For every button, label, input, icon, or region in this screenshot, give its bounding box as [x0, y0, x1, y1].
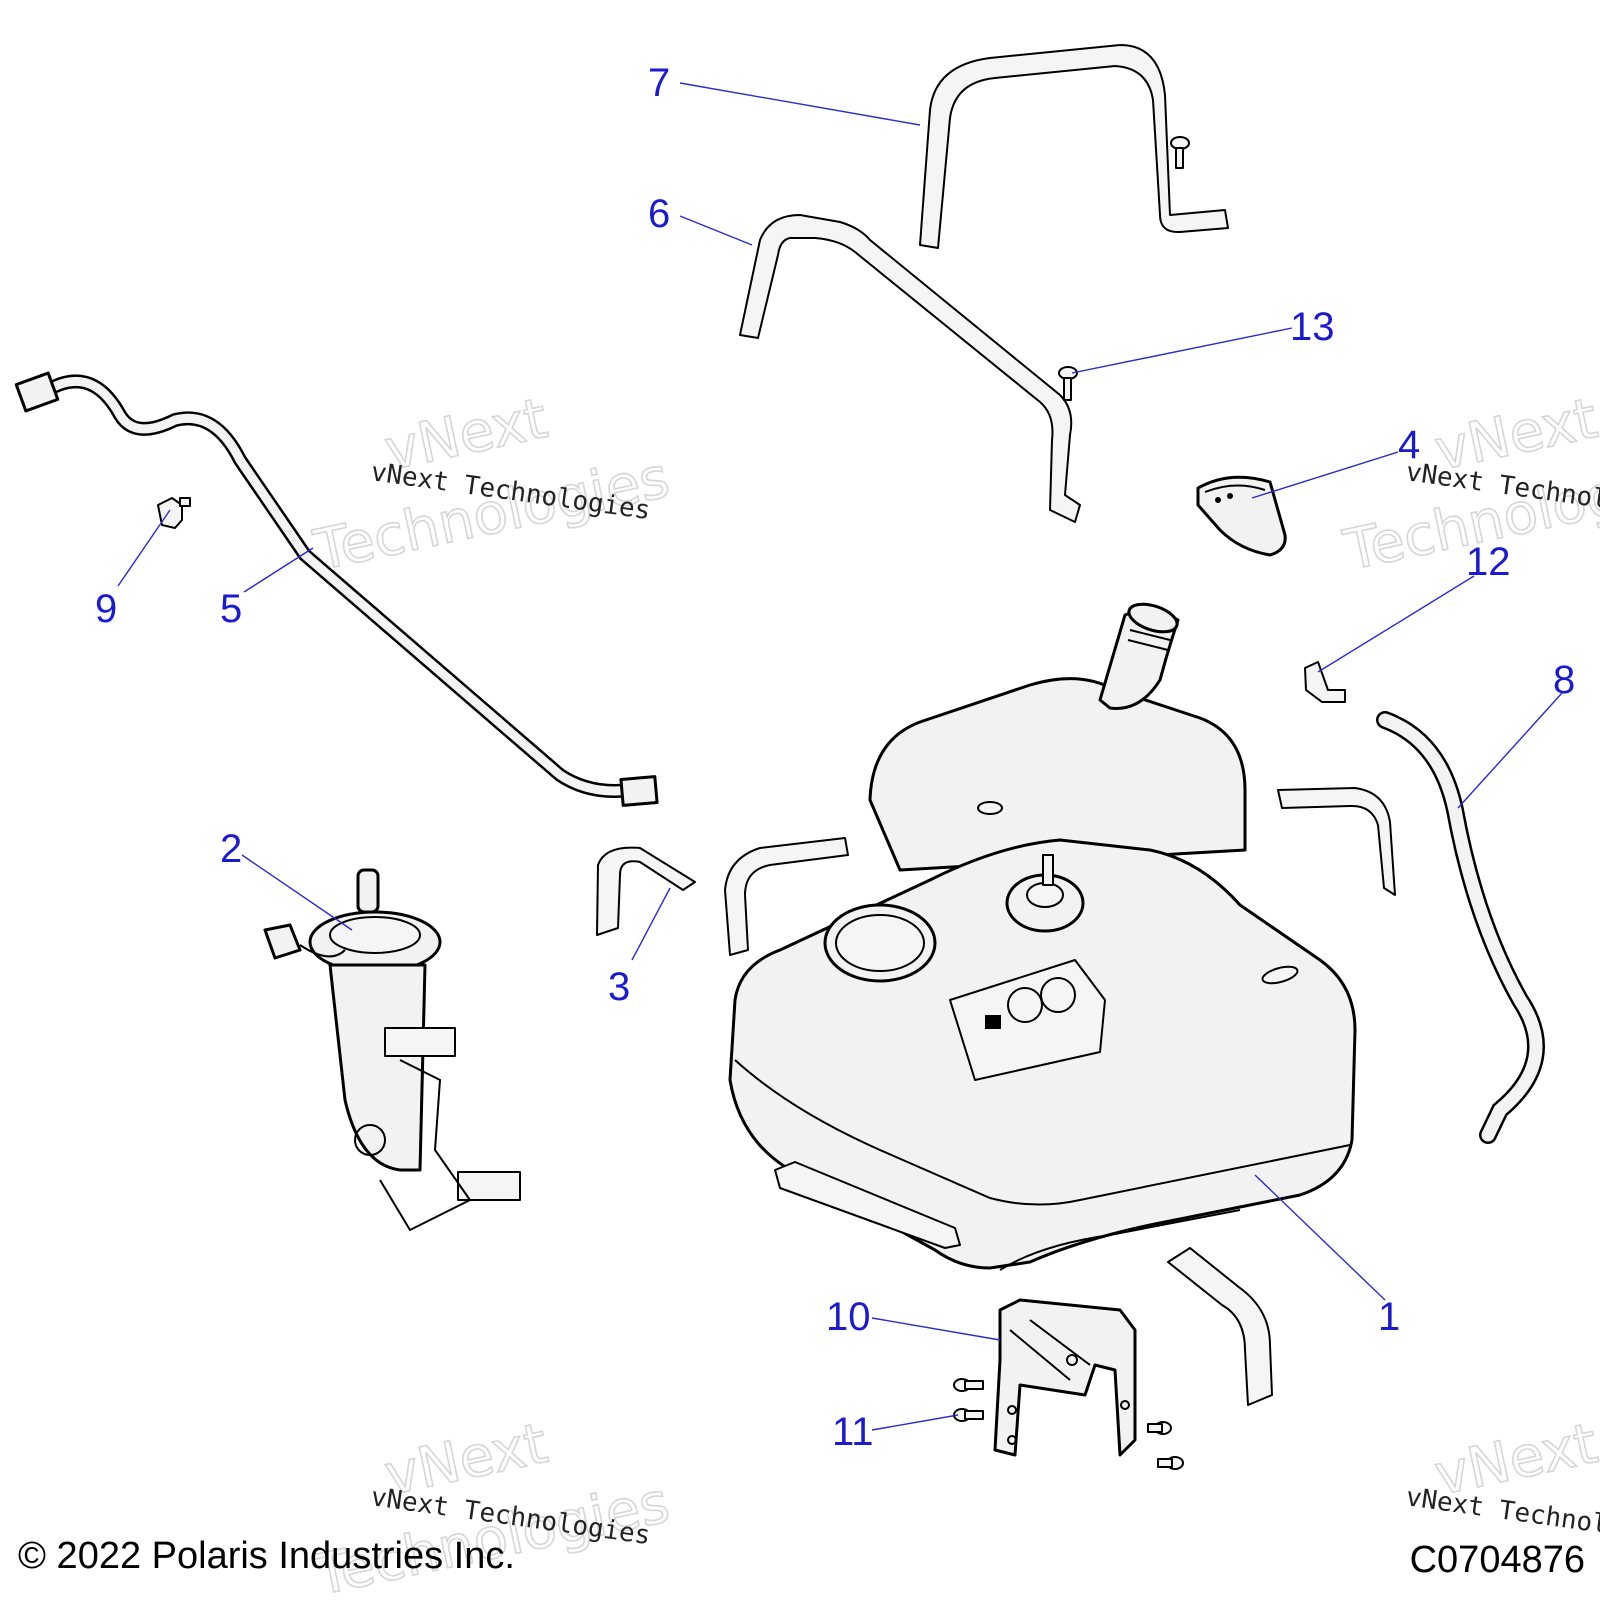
leader-1: [1254, 1174, 1386, 1301]
tank-pad-bottom: [1167, 1247, 1273, 1406]
callout-2: 2: [220, 827, 242, 871]
callout-12: 12: [1466, 540, 1511, 584]
leader-3: [631, 887, 671, 961]
leader-13: [1071, 327, 1293, 374]
tank-pad: [596, 846, 696, 936]
callout-13: 13: [1290, 305, 1335, 349]
leader-6: [679, 215, 753, 246]
callout-3: 3: [608, 965, 630, 1009]
fuel-line: [14, 371, 659, 807]
fuel-tank: [728, 602, 1357, 1271]
callout-6: 6: [648, 192, 670, 236]
leader-11: [871, 1414, 959, 1431]
line-clip: [157, 497, 191, 529]
callout-11: 11: [832, 1410, 874, 1454]
callout-9: 9: [95, 587, 117, 631]
callout-1: 1: [1378, 1295, 1400, 1339]
leader-8: [1457, 692, 1563, 809]
callout-8: 8: [1553, 658, 1575, 702]
leader-4: [1251, 451, 1399, 499]
callout-10: 10: [826, 1295, 871, 1339]
bracket-screws: [953, 1378, 1184, 1470]
figure-code: C0704876: [1410, 1539, 1585, 1581]
tank-pad-right: [1277, 787, 1396, 896]
mounting-bracket: [993, 1298, 1137, 1457]
strap-screw-13: [1058, 366, 1078, 401]
leader-2: [241, 854, 353, 931]
callout-labels: 7 6 13 4 12 8 9 5 2 3 1 10 11: [95, 61, 1575, 1454]
callout-4: 4: [1398, 423, 1420, 467]
copyright-text: © 2022 Polaris Industries Inc.: [18, 1535, 515, 1577]
callout-5: 5: [220, 587, 242, 631]
fuel-cap: [1196, 475, 1287, 557]
tank-pad-left: [724, 837, 849, 956]
callout-7: 7: [648, 61, 670, 105]
leader-7: [679, 82, 921, 126]
leader-5: [243, 547, 314, 593]
tank-strap-front: [739, 214, 1081, 523]
fuel-pump-assembly: [263, 868, 521, 1232]
leader-9: [117, 509, 171, 587]
strap-screw-upper: [1170, 136, 1190, 169]
watermark-top-left: vNext Technologies vNext Technologies: [308, 385, 676, 584]
vent-hose: [1376, 711, 1545, 1144]
vent-fitting: [1304, 661, 1346, 703]
leader-lines: [117, 82, 1563, 1431]
leader-12: [1317, 575, 1475, 673]
tank-strap-rear: [919, 44, 1229, 249]
leader-10: [871, 1317, 1001, 1341]
watermark-bottom-right: vNext vNext Technologies: [1404, 1410, 1600, 1551]
